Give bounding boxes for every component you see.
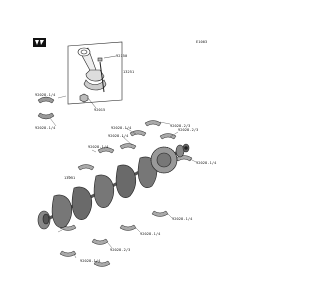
- label-bearing-h: 92028-1/4: [196, 161, 217, 165]
- crankshaft-exploded-diagram: [33, 38, 197, 267]
- label-bearing-a: 92028-1/4: [35, 93, 56, 97]
- bearing-shell-left-lower: [37, 112, 55, 120]
- label-bearing-e: 92028-1/4: [108, 134, 129, 138]
- label-bearing-l: 92028-1/4: [80, 259, 101, 263]
- bearing-shell: [59, 250, 77, 257]
- crankshaft-icon: [37, 143, 190, 230]
- bearing-shell: [159, 133, 177, 140]
- bearing-shell: [97, 147, 115, 154]
- bearing-shell: [151, 210, 169, 217]
- label-crankshaft: 13031: [64, 176, 76, 180]
- bearing-shell: [129, 130, 147, 137]
- bearing-shell: [93, 260, 111, 267]
- label-bearing-f: 92028-2/3: [178, 128, 199, 132]
- label-bearing-k: 92028-2/3: [110, 248, 131, 252]
- label-rod-bolt: 92150: [116, 54, 128, 58]
- bearing-shell: [144, 120, 162, 127]
- bearing-shell: [77, 164, 95, 171]
- brand-logo-icon: [33, 38, 46, 47]
- label-bearing-j: 92028-1/4: [140, 232, 161, 236]
- label-rod-assembly: 13251: [123, 70, 135, 74]
- label-rod-nut: 92015: [94, 108, 106, 112]
- label-bearing-b: 92028-1/4: [35, 126, 56, 130]
- label-bearing-i: 92028-1/4: [172, 217, 193, 221]
- label-bearing-c: 92028-2/3: [170, 124, 191, 128]
- figure-id: E1003: [196, 40, 208, 44]
- bearing-shell: [91, 238, 109, 245]
- leader-lines: [49, 95, 197, 259]
- label-bearing-d: 92028-1/4: [111, 126, 132, 130]
- connecting-rod-assembly: [67, 41, 123, 109]
- bearing-shell: [119, 224, 137, 231]
- bearing-shell-left-upper: [37, 96, 55, 104]
- label-bearing-g: 92028-1/4: [88, 145, 109, 149]
- bearing-shell: [119, 143, 137, 150]
